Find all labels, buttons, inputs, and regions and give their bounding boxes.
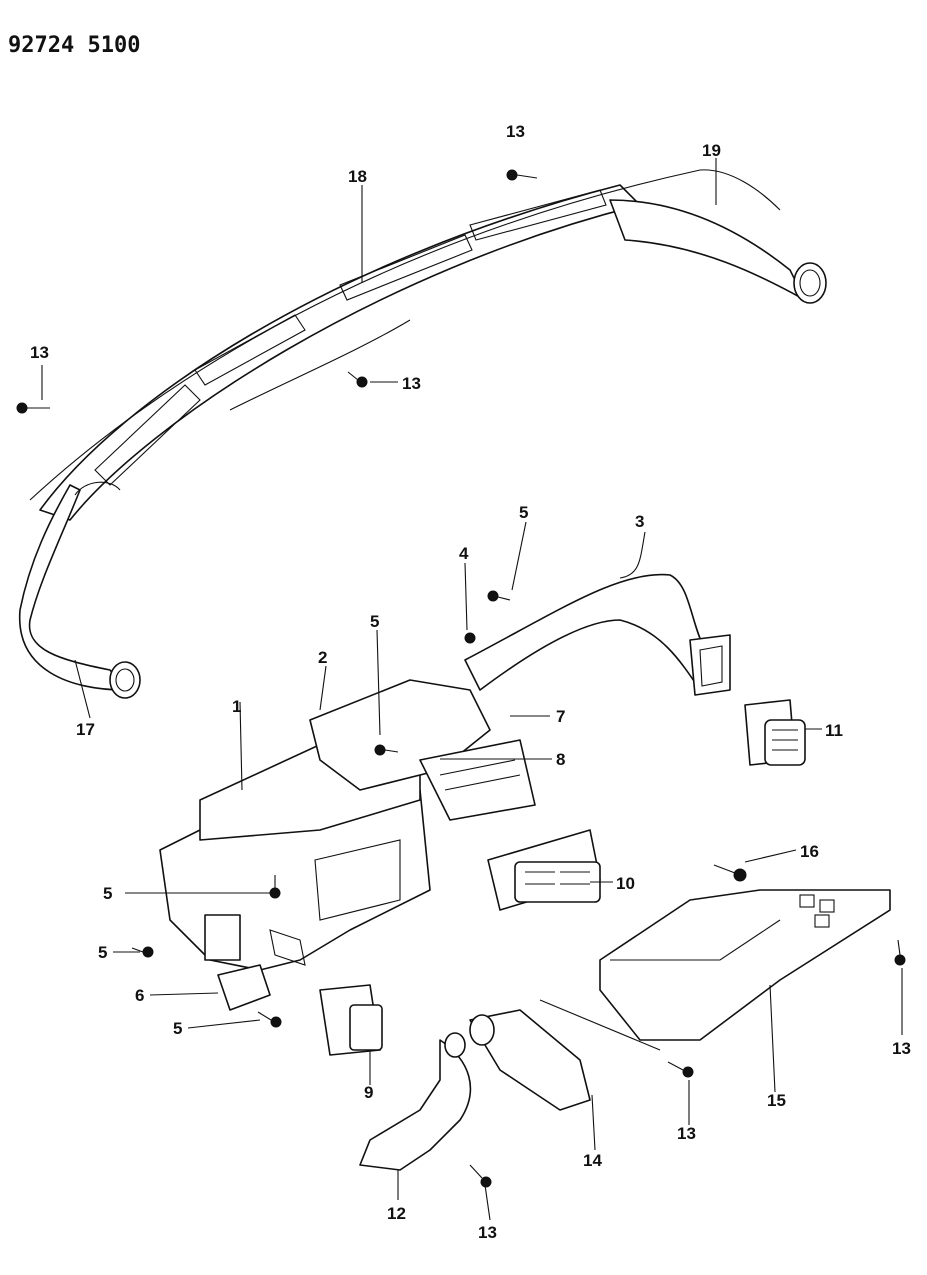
callout-5: 5: [370, 612, 379, 631]
lower-duct-15: [599, 889, 891, 1041]
bolt-icon: [506, 169, 538, 181]
callout-15: 15: [767, 1091, 786, 1110]
bolt-icon: [269, 875, 281, 899]
callout-10: 10: [616, 874, 635, 893]
callout-12: 12: [387, 1204, 406, 1223]
callout-8: 8: [556, 750, 565, 769]
callout-5: 5: [519, 503, 528, 522]
callout-3: 3: [635, 512, 644, 531]
callout-7: 7: [556, 707, 565, 726]
callout-13: 13: [892, 1039, 911, 1058]
bolt-icon: [469, 1164, 492, 1188]
bolt-icon: [713, 864, 747, 882]
callout-16: 16: [800, 842, 819, 861]
bolt-icon: [667, 1061, 694, 1078]
bolt-icon: [131, 946, 154, 958]
callout-11: 11: [825, 721, 843, 740]
document-id: 92724 5100: [8, 33, 140, 58]
bolt-icon: [347, 371, 368, 388]
callouts: 18 13 19 13 13 17 1 2 3 4 5 5 7 8 11 10 …: [30, 122, 911, 1242]
callout-4: 4: [459, 544, 469, 563]
callout-17: 17: [76, 720, 95, 739]
callout-13: 13: [402, 374, 421, 393]
bolt-icon: [464, 632, 476, 644]
callout-1: 1: [232, 697, 241, 716]
callout-19: 19: [702, 141, 721, 160]
fasteners: [16, 169, 906, 1188]
bolt-icon: [257, 1011, 282, 1028]
leader-lines: [41, 158, 903, 1221]
bolt-icon: [487, 590, 511, 602]
callout-6: 6: [135, 986, 144, 1005]
bolt-icon: [16, 402, 50, 414]
side-duct-17: [19, 481, 141, 699]
callout-13: 13: [677, 1124, 696, 1143]
lower-duct-12: [359, 1032, 472, 1171]
callout-13: 13: [30, 343, 49, 362]
lower-duct-14: [469, 999, 661, 1111]
callout-14: 14: [583, 1151, 602, 1170]
bolt-icon: [374, 744, 399, 756]
callout-2: 2: [318, 648, 327, 667]
defroster-duct-assembly: [29, 169, 781, 521]
callout-13: 13: [506, 122, 525, 141]
callout-5: 5: [98, 943, 107, 962]
callout-5: 5: [103, 884, 112, 903]
callout-13: 13: [478, 1223, 497, 1242]
center-ducts: [309, 679, 536, 821]
callout-9: 9: [364, 1083, 373, 1102]
side-duct-3: [464, 573, 731, 696]
callout-5: 5: [173, 1019, 182, 1038]
bracket-6: [217, 964, 271, 1011]
bolt-icon: [894, 939, 906, 966]
vent-9: [319, 984, 383, 1056]
vent-11: [744, 699, 806, 766]
vent-10: [487, 829, 601, 911]
side-duct-19: [609, 199, 827, 304]
callout-18: 18: [348, 167, 367, 186]
